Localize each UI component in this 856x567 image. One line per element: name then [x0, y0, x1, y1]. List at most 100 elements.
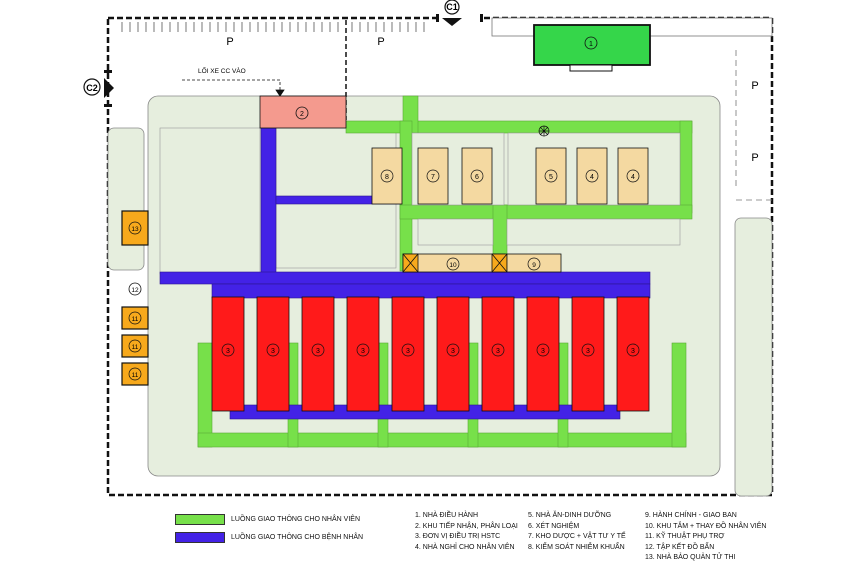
building-11a — [121, 306, 149, 330]
treatment-unit-9 — [571, 296, 605, 412]
legend-staff-route-label: LUỒNG GIAO THÔNG CHO NHÂN VIÊN — [231, 516, 360, 523]
treatment-unit-marker — [491, 343, 505, 357]
treatment-unit-marker — [266, 343, 280, 357]
gate-c2: C2 — [83, 78, 114, 98]
svg-text:10: 10 — [449, 262, 457, 269]
legend-item: 1. NHÀ ĐIỀU HÀNH — [415, 512, 479, 519]
treatment-unit-marker — [581, 343, 595, 357]
treatment-unit-marker — [626, 343, 640, 357]
building-4b — [617, 147, 649, 205]
treatment-unit-label: 3 — [541, 348, 545, 355]
legend-item: 11. KỸ THUẬT PHỤ TRỢ — [645, 533, 725, 540]
treatment-unit-label: 3 — [361, 348, 365, 355]
patient-route-swatch — [175, 532, 225, 543]
treatment-unit-label: 3 — [451, 348, 455, 355]
building-12-waste: 12 — [128, 282, 142, 296]
treatment-unit-4 — [346, 296, 380, 412]
ground-inner-west — [159, 127, 261, 275]
building-6 — [461, 147, 493, 205]
legend-item: 13. NHÀ BẢO QUẢN TỬ THI — [645, 554, 736, 561]
treatment-unit-label: 3 — [631, 348, 635, 355]
svg-text:2: 2 — [300, 111, 304, 118]
building-8 — [371, 147, 403, 205]
treatment-unit-2 — [256, 296, 290, 412]
svg-text:9: 9 — [532, 262, 536, 269]
ambulance-entrance-label: LỐI XE CC VÀO — [198, 65, 246, 75]
building-9-admin-meeting: 9 — [506, 253, 562, 273]
treatment-unit-1 — [211, 296, 245, 412]
building-8-label: 8 — [385, 174, 389, 181]
ambulance-entrance-arrow — [182, 79, 285, 97]
legend-item: 5. NHÀ ĂN-DINH DƯỠNG — [528, 512, 612, 519]
legend-column-3: 9. HÀNH CHÍNH - GIAO BAN 10. KHU TẮM + T… — [645, 511, 766, 564]
building-4a-label: 4 — [590, 174, 594, 181]
tree-icon — [538, 125, 550, 137]
treatment-unit-label: 3 — [406, 348, 410, 355]
legend-staff-route: LUỒNG GIAO THÔNG CHO NHÂN VIÊN — [175, 514, 360, 525]
staff-route-swatch — [175, 514, 225, 525]
legend-patient-route: LUỒNG GIAO THÔNG CHO BỆNH NHÂN — [175, 532, 363, 543]
parking-label-1: P — [226, 36, 233, 48]
building-11c-label: 11 — [132, 372, 139, 379]
building-10-changing: 10 — [402, 253, 508, 273]
building-4b-label: 4 — [631, 174, 635, 181]
parking-label-4: P — [751, 152, 758, 164]
site-plan: C1 C2 P P P P LỐI XE CC VÀO 1 2 — [83, 0, 774, 497]
legend-patient-route-label: LUỒNG GIAO THÔNG CHO BỆNH NHÂN — [231, 534, 364, 541]
building-7 — [417, 147, 449, 205]
legend-column-1: 1. NHÀ ĐIỀU HÀNH 2. KHU TIẾP NHẬN, PHÂN … — [415, 511, 518, 553]
legend-item: 2. KHU TIẾP NHẬN, PHÂN LOẠI — [415, 522, 518, 530]
treatment-unit-3 — [301, 296, 335, 412]
treatment-unit-6 — [436, 296, 470, 412]
building-5-label: 5 — [549, 174, 553, 181]
building-1-admin: 1 — [533, 24, 651, 72]
ground-west — [107, 127, 145, 271]
legend-item: 8. KIỂM SOÁT NHIỄM KHUẨN — [528, 543, 625, 551]
legend-item: 4. NHÀ NGHỈ CHO NHÂN VIÊN — [415, 543, 515, 551]
svg-text:1: 1 — [589, 41, 593, 48]
svg-text:13: 13 — [131, 226, 139, 233]
svg-text:12: 12 — [131, 287, 139, 294]
treatment-units: 3 3 3 3 3 3 3 3 3 3 — [211, 296, 650, 412]
building-5 — [535, 147, 567, 205]
legend-item: 10. KHU TẮM + THAY ĐỒ NHÂN VIÊN — [645, 522, 767, 530]
parking-label-2: P — [377, 36, 384, 48]
parking-east-outline — [735, 50, 772, 201]
treatment-unit-label: 3 — [226, 348, 230, 355]
legend-item: 3. ĐƠN VỊ ĐIỀU TRỊ HSTC — [415, 533, 501, 540]
treatment-unit-marker — [356, 343, 370, 357]
legend-item: 9. HÀNH CHÍNH - GIAO BAN — [645, 512, 737, 519]
treatment-unit-7 — [481, 296, 515, 412]
gate-posts — [104, 14, 483, 107]
treatment-unit-label: 3 — [271, 348, 275, 355]
legend-column-2: 5. NHÀ ĂN-DINH DƯỠNG 6. XÉT NGHIỆM 7. KH… — [528, 511, 626, 553]
building-11b — [121, 334, 149, 358]
legend-item: 12. TẬP KẾT ĐỒ BẨN — [645, 543, 715, 551]
building-4a — [576, 147, 608, 205]
treatment-unit-marker — [446, 343, 460, 357]
building-7-label: 7 — [431, 174, 435, 181]
treatment-unit-marker — [401, 343, 415, 357]
treatment-unit-marker — [221, 343, 235, 357]
treatment-unit-8 — [526, 296, 560, 412]
treatment-unit-label: 3 — [586, 348, 590, 355]
building-13-morgue: 13 — [121, 210, 149, 246]
svg-text:C2: C2 — [86, 83, 98, 93]
treatment-unit-label: 3 — [316, 348, 320, 355]
parking-label-3: P — [751, 80, 758, 92]
treatment-unit-label: 3 — [496, 348, 500, 355]
building-11b-label: 11 — [132, 344, 139, 351]
building-11c — [121, 362, 149, 386]
treatment-unit-marker — [536, 343, 550, 357]
building-6-label: 6 — [475, 174, 479, 181]
patient-route — [159, 127, 651, 420]
treatment-unit-marker — [311, 343, 325, 357]
parking-stalls-north — [121, 22, 425, 32]
gate-c1: C1 — [442, 0, 462, 26]
legend-item: 6. XÉT NGHIỆM — [528, 522, 580, 530]
legend-item: 7. KHO DƯỢC + VẬT TƯ Y TẾ — [528, 533, 626, 540]
treatment-unit-10 — [616, 296, 650, 412]
svg-text:C1: C1 — [446, 2, 458, 12]
ground-east — [734, 217, 773, 497]
building-11a-label: 11 — [132, 316, 139, 323]
